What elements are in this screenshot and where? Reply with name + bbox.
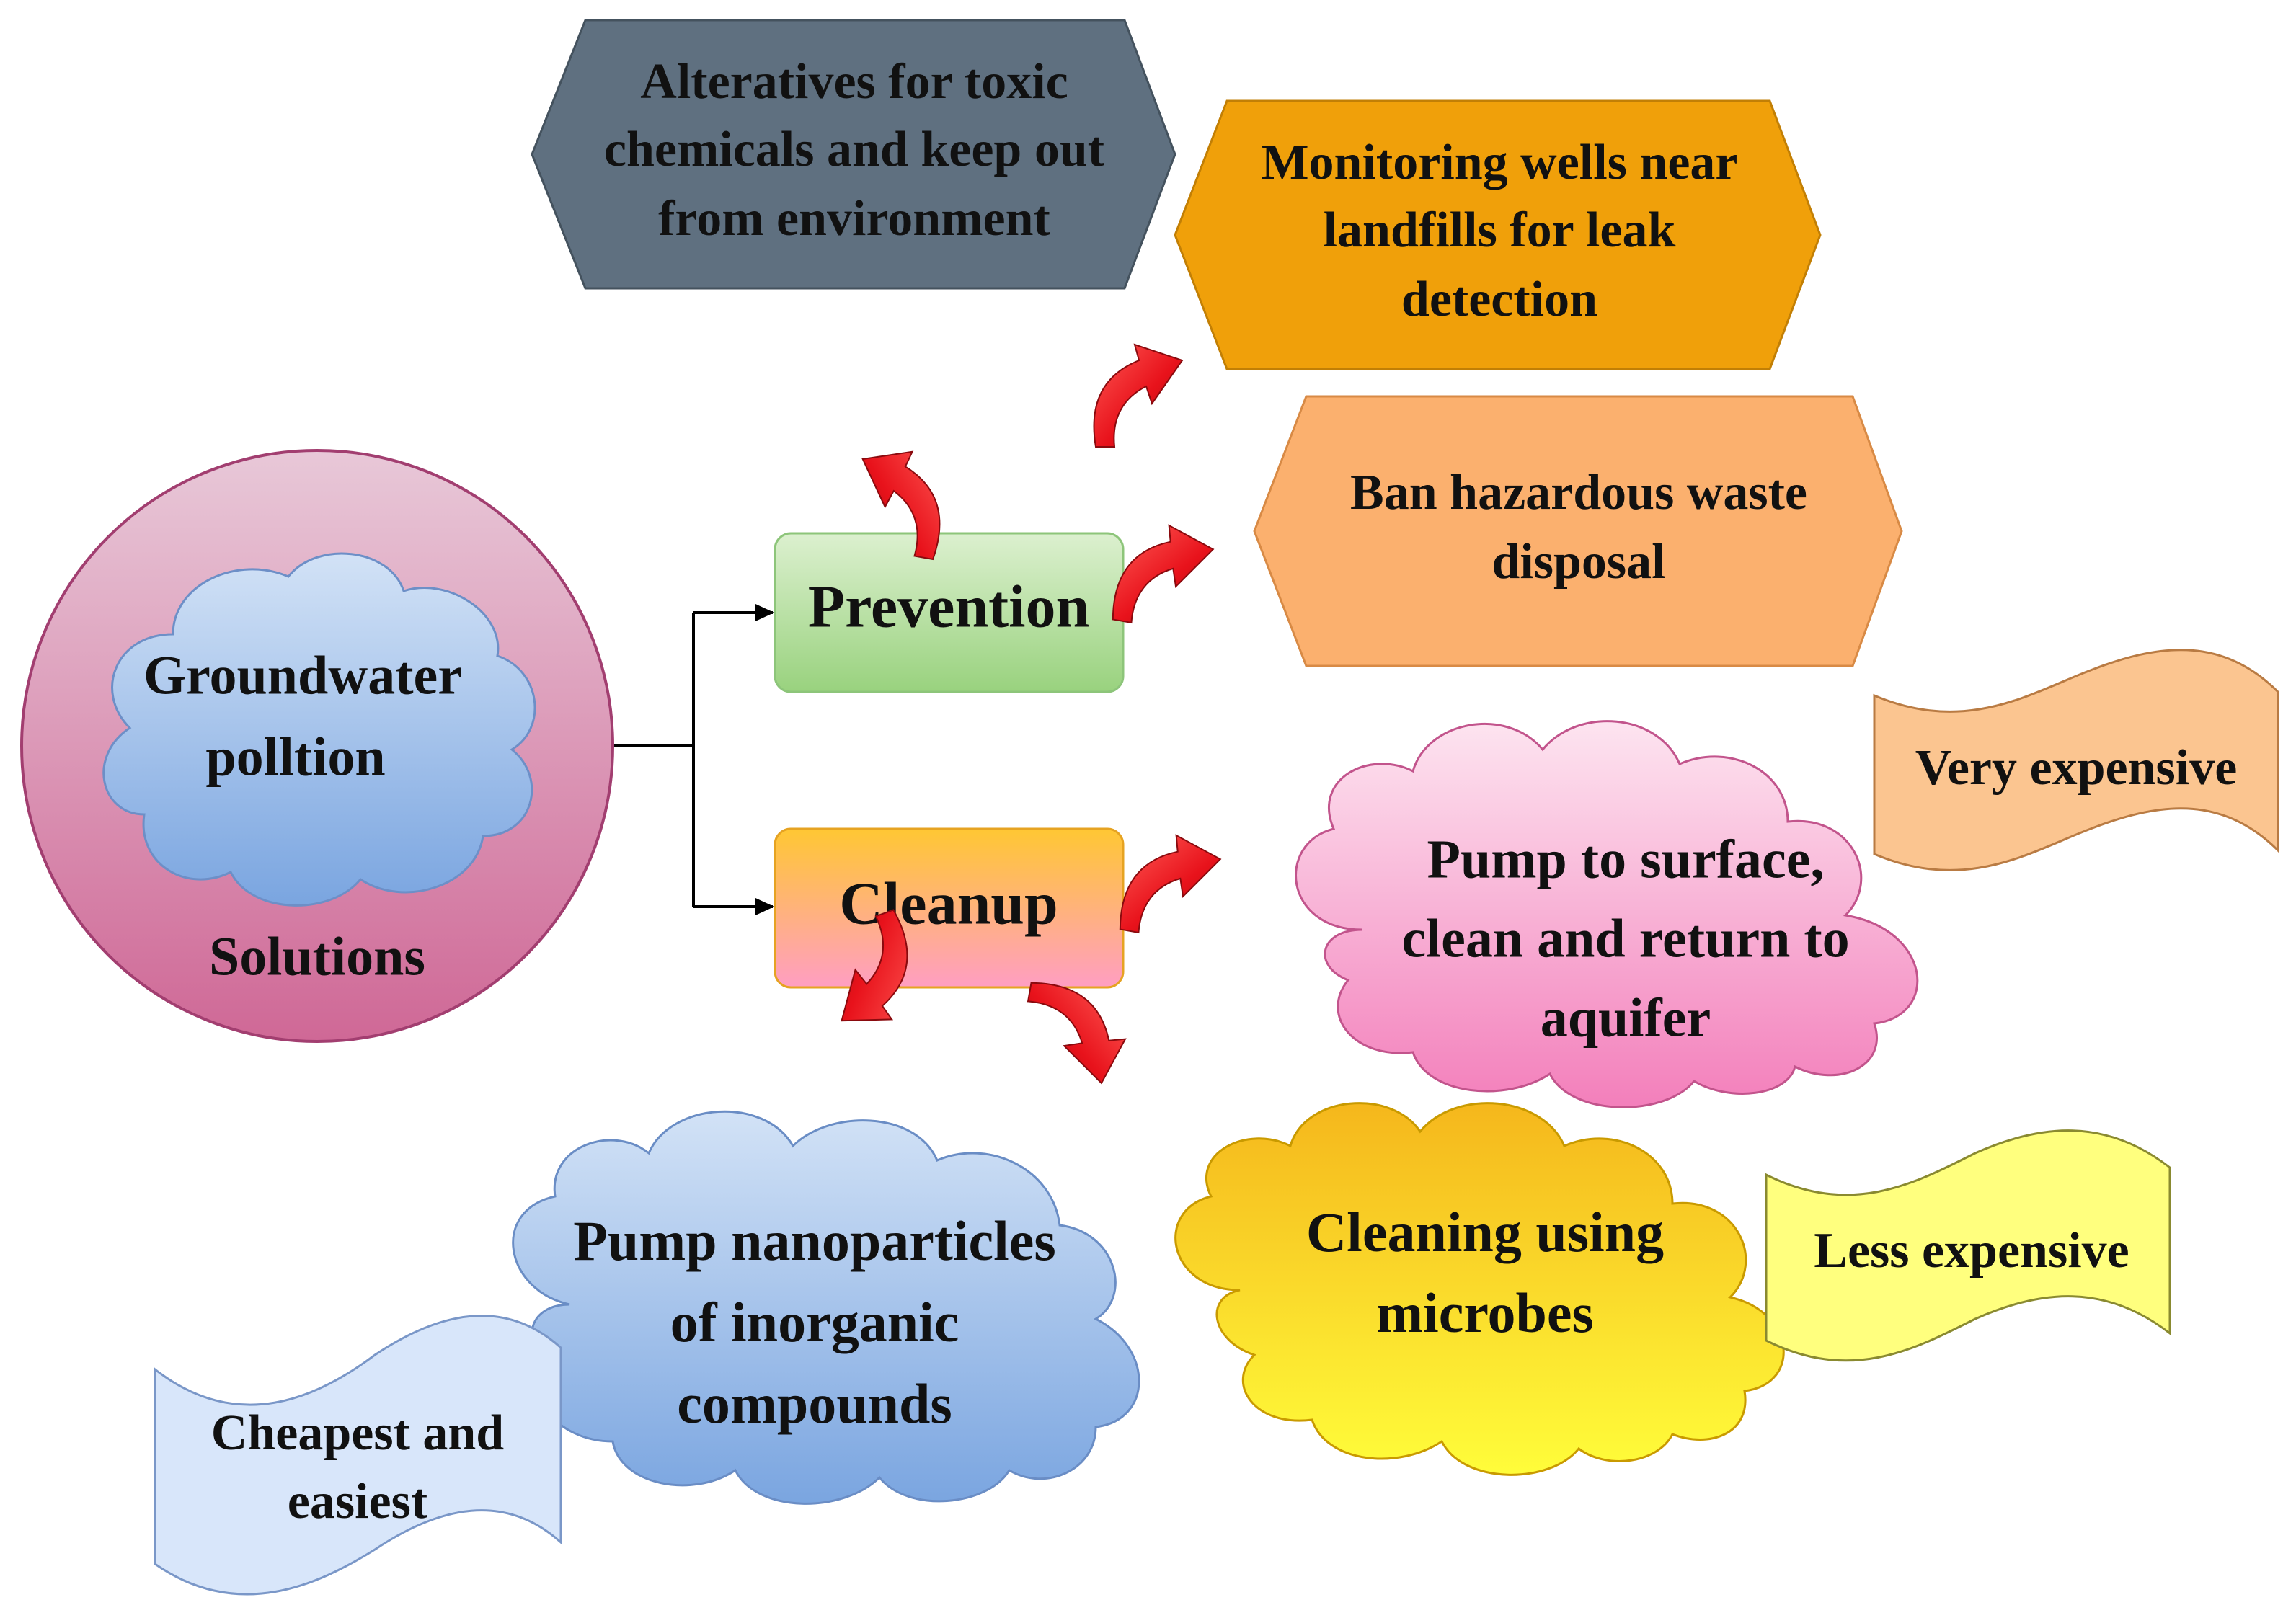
center-subtitle: Solutions — [209, 926, 425, 987]
arrow-to-pump-surface — [1117, 827, 1224, 946]
arrow-to-monitoring — [1093, 344, 1183, 448]
cost-banner-less-expensive: Less expensive — [1765, 1129, 2171, 1362]
nanoparticles-line-2: of inorganic — [670, 1291, 959, 1353]
nanoparticles-line-3: compounds — [677, 1372, 952, 1435]
alternatives-line-1: Alteratives for toxic — [640, 54, 1068, 110]
prevention-item-ban-waste: Ban hazardous waste disposal — [1253, 395, 1903, 667]
very-expensive-label: Very expensive — [1915, 740, 2238, 796]
monitoring-line-1: Monitoring wells near — [1261, 135, 1737, 190]
cleanup-item-pump-surface: Pump to surface, clean and return to aqu… — [1295, 720, 1919, 1108]
prevention-label: Prevention — [808, 573, 1089, 640]
alternatives-line-3: from environment — [658, 191, 1050, 246]
cleanup-node: Cleanup — [774, 827, 1125, 989]
connectors — [614, 604, 774, 915]
pump-surface-line-3: aquifer — [1541, 987, 1711, 1048]
pump-surface-line-1: Pump to surface, — [1427, 829, 1825, 889]
ban-waste-line-1: Ban hazardous waste — [1350, 465, 1807, 520]
prevention-item-alternatives: Alteratives for toxic chemicals and keep… — [531, 19, 1176, 290]
center-title-line-1: Groundwater — [143, 645, 462, 706]
cost-banner-very-expensive: Very expensive — [1873, 649, 2279, 871]
cleanup-item-microbes: Cleaning using microbes — [1174, 1102, 1785, 1476]
prevention-item-monitoring: Monitoring wells near landfills for leak… — [1174, 99, 1822, 370]
ban-waste-line-2: disposal — [1491, 534, 1665, 590]
cheapest-line-1: Cheapest and — [211, 1405, 505, 1461]
prevention-node: Prevention — [774, 532, 1125, 693]
nanoparticles-line-1: Pump nanoparticles — [573, 1209, 1056, 1272]
microbes-line-2: microbes — [1376, 1281, 1594, 1344]
arrow-to-ban-waste — [1110, 517, 1217, 636]
pump-surface-line-2: clean and return to — [1401, 908, 1849, 969]
cleanup-label: Cleanup — [839, 870, 1058, 937]
alternatives-line-2: chemicals and keep out — [604, 122, 1104, 177]
monitoring-line-3: detection — [1401, 272, 1597, 327]
less-expensive-label: Less expensive — [1814, 1223, 2129, 1279]
center-cloud — [102, 552, 536, 907]
cheapest-line-2: easiest — [288, 1474, 427, 1529]
monitoring-line-2: landfills for leak — [1324, 203, 1676, 258]
center-title-line-2: polltion — [205, 726, 385, 787]
cleanup-item-nanoparticles: Pump nanoparticles of inorganic compound… — [512, 1110, 1140, 1505]
cost-banner-cheapest: Cheapest and easiest — [154, 1315, 562, 1596]
arrow-to-microbes — [1015, 980, 1133, 1087]
microbes-line-1: Cleaning using — [1306, 1201, 1664, 1263]
groundwater-pollution-node: Groundwater polltion Solutions — [20, 449, 614, 1043]
